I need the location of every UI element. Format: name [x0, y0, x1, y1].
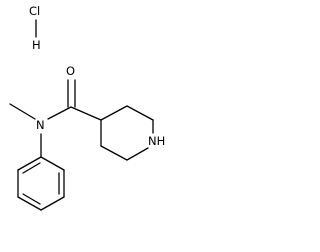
hydrogen-label: H [32, 38, 41, 52]
piperidine-bond [100, 105, 128, 121]
chlorine-label: Cl [29, 4, 40, 18]
phenyl-bond [40, 196, 65, 211]
piperidine-bond [100, 145, 128, 161]
phenyl-inner-double-bond [22, 162, 41, 174]
carbonyl-oxygen-label: O [66, 64, 75, 78]
piperidine-bond [126, 105, 154, 121]
phenyl-inner-double-bond [22, 193, 41, 205]
ring-nitrogen-label: NH [148, 134, 165, 148]
piperidine-ring [100, 105, 154, 161]
carbonyl-to-piperidine-bond [70, 106, 102, 121]
carbonyl-to-amide-n-bond [47, 106, 72, 120]
n-methyl-bond [9, 103, 36, 120]
piperidine-bond [126, 147, 149, 161]
phenyl-bond [17, 156, 42, 171]
hcl-salt-structure-diagram: Cl H O N NH [9, 4, 165, 211]
phenyl-ring [17, 156, 65, 211]
amide-nitrogen-label: N [36, 118, 45, 132]
phenyl-bond [17, 196, 42, 211]
phenyl-bond [40, 156, 65, 171]
